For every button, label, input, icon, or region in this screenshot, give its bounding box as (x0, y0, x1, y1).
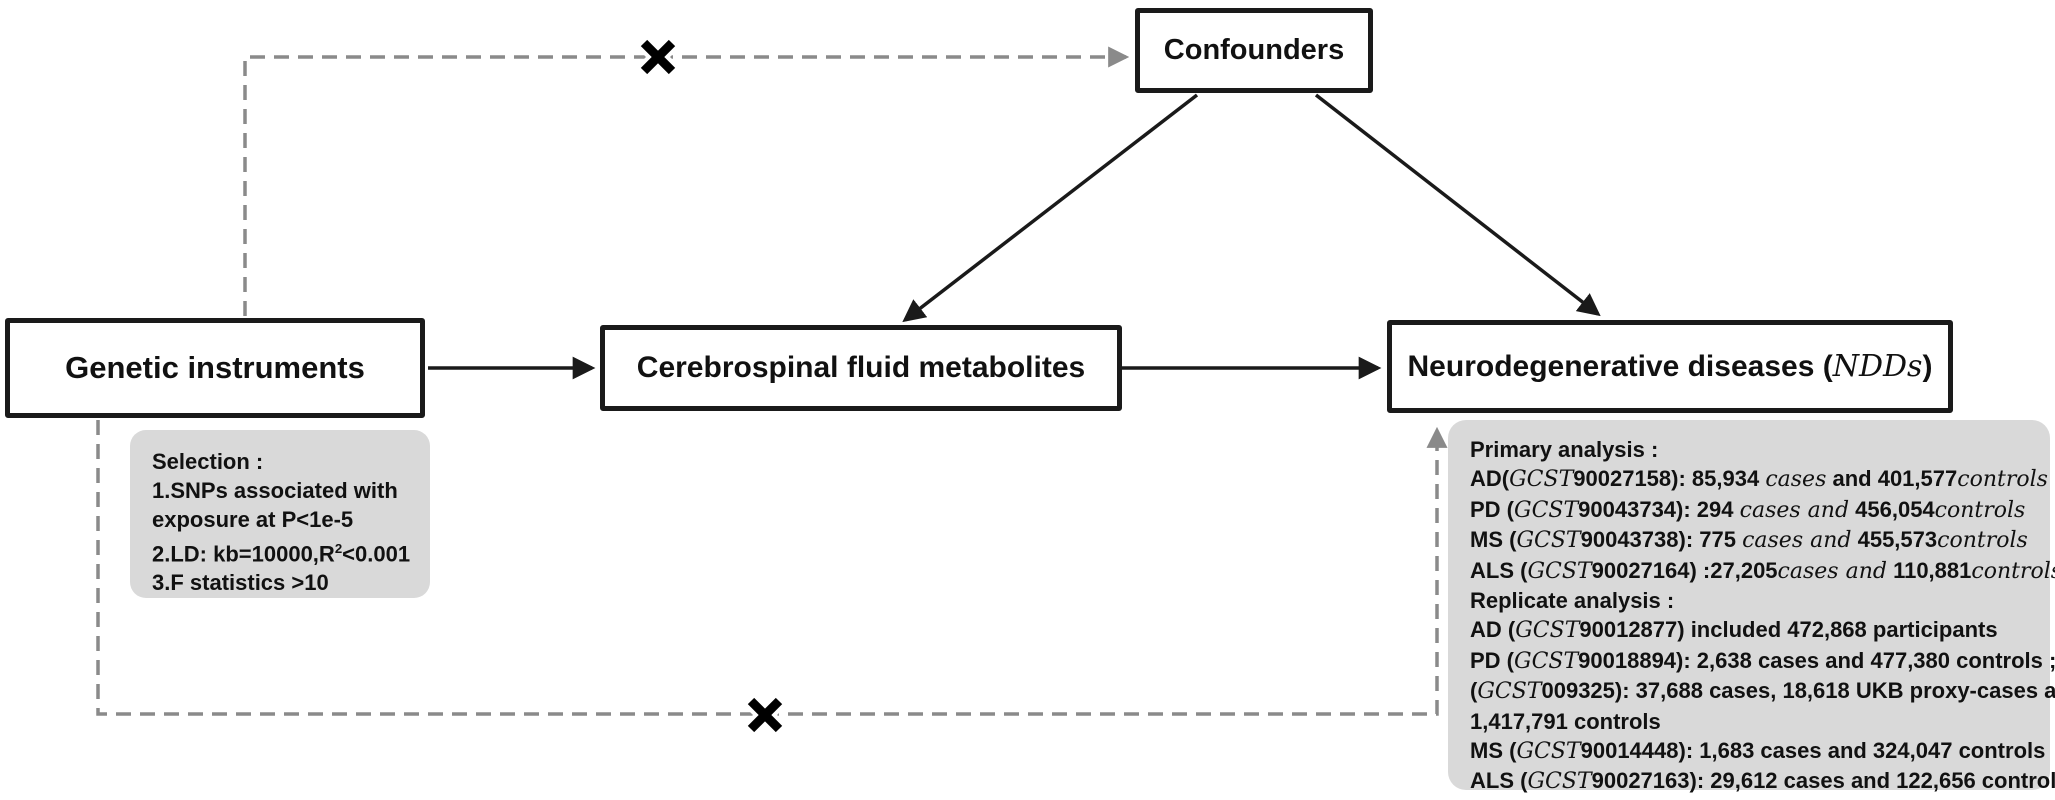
text-segment: <0.001 (342, 541, 411, 567)
text-segment: GCST (1516, 528, 1581, 554)
node-label: Cerebrospinal fluid metabolites (636, 351, 1086, 384)
text-segment: Primary analysis : (1470, 437, 1659, 462)
text-segment: 90043738): 775 (1580, 527, 1743, 553)
outcome-datasets-note: Primary analysis :AD(GCST90027158): 85,9… (1448, 420, 2055, 794)
note-line: MS (GCST90043738): 775 cases and 455,573… (1470, 525, 2042, 555)
text-segment: 90027164) :27,205 (1591, 557, 1778, 583)
text-segment: GCST (1477, 679, 1542, 705)
text-segment: cases (1765, 467, 1827, 493)
note-line: ALS (GCST90027163): 29,612 cases and 122… (1470, 766, 2055, 796)
text-segment: controls (1957, 467, 2048, 493)
node-genetic-instruments: Genetic instruments (5, 318, 425, 418)
text-segment: 110,881 (1886, 557, 1972, 583)
node-label: Neurodegenerative diseases (NDDs) (1408, 349, 1933, 384)
text-segment: 1,417,791 controls (1470, 708, 1661, 734)
note-line: Selection : (152, 447, 422, 476)
text-segment: Neurodegenerative diseases ( (1407, 350, 1833, 383)
note-line: Primary analysis : (1470, 435, 2042, 464)
text-segment: GCST (1527, 558, 1592, 584)
text-segment: cases and (1742, 528, 1852, 554)
text-segment: Replicate analysis : (1470, 588, 1675, 614)
cross-icon (637, 36, 679, 78)
text-segment: 90027163): 29,612 cases and 122,656 cont… (1591, 768, 2055, 794)
node-label: Genetic instruments (65, 350, 365, 385)
text-segment: 455,573 (1851, 527, 1938, 553)
text-segment: exposure at P<1e-5 (152, 507, 354, 532)
text-segment: 3.F statistics >10 (152, 570, 329, 596)
text-segment: 90027158): 85,934 (1573, 466, 1766, 492)
note-line: AD(GCST90027158): 85,934 cases and 401,5… (1470, 464, 2048, 494)
text-segment: GCST (1527, 769, 1592, 795)
note-line: AD (GCST90012877) included 472,868 parti… (1470, 615, 2042, 645)
text-segment: ( (1470, 678, 1478, 704)
note-line: 1.SNPs associated with (152, 476, 422, 505)
text-segment: GCST (1514, 648, 1579, 674)
text-segment: controls (1971, 558, 2055, 584)
text-segment: 1.SNPs associated with (152, 478, 398, 503)
text-segment: PD ( (1470, 647, 1514, 673)
note-line: 3.F statistics >10 (152, 568, 422, 597)
text-segment: cases and (1739, 497, 1850, 523)
text-segment: GCST (1516, 739, 1581, 765)
text-segment: MS ( (1470, 738, 1517, 764)
text-segment: 009325): 37,688 cases, 18,618 UKB proxy-… (1541, 678, 2055, 704)
text-segment: 90018894): 2,638 cases and 477,380 contr… (1578, 647, 2055, 673)
text-segment: Selection : (152, 449, 264, 474)
text-segment: NDDs (1832, 349, 1923, 384)
text-segment: ALS ( (1470, 557, 1528, 583)
note-line: 2.LD: kb=10000,R2<0.001 (152, 534, 422, 568)
note-line: 1,417,791 controls (1470, 707, 2042, 736)
text-segment: 90043734): 294 (1578, 496, 1740, 522)
note-line: ALS (GCST90027164) :27,205cases and 110,… (1470, 556, 2055, 586)
node-confounders: Confounders (1135, 8, 1373, 93)
note-line: (GCST009325): 37,688 cases, 18,618 UKB p… (1470, 676, 2055, 706)
node-csf-metabolites: Cerebrospinal fluid metabolites (600, 325, 1122, 411)
text-segment: 2.LD: kb=10000,R (152, 541, 335, 567)
note-line: MS (GCST90014448): 1,683 cases and 324,0… (1470, 736, 2045, 766)
text-segment: ) (1922, 350, 1933, 383)
text-segment: 90012877) included 472,868 participants (1579, 617, 1998, 643)
text-segment: PD ( (1470, 496, 1514, 522)
text-segment: controls (1934, 497, 2026, 523)
text-segment: cases and (1777, 558, 1887, 584)
text-segment: ALS ( (1470, 768, 1528, 794)
dashed-arrow-gi-to-confounders (243, 46, 1130, 316)
note-line: exposure at P<1e-5 (152, 505, 422, 534)
text-segment: GCST (1515, 618, 1580, 644)
arrow-confounders-to-csf (902, 93, 1199, 323)
note-line: PD (GCST90018894): 2,638 cases and 477,3… (1470, 646, 2055, 676)
text-segment: MS ( (1470, 527, 1517, 553)
text-segment: GCST (1514, 497, 1579, 523)
text-segment: 456,054 (1849, 496, 1935, 522)
text-segment: AD( (1470, 466, 1510, 492)
arrow-confounders-to-ndds (1314, 93, 1601, 317)
text-segment: controls (1937, 528, 2028, 554)
text-segment: 2 (334, 541, 343, 556)
node-label: Confounders (1163, 34, 1345, 66)
text-segment: AD ( (1470, 617, 1516, 643)
text-segment: and 401,577 (1826, 466, 1958, 492)
node-ndds: Neurodegenerative diseases (NDDs) (1387, 320, 1953, 413)
cross-icon (744, 694, 786, 736)
selection-criteria-note: Selection : 1.SNPs associated with exposur… (130, 430, 430, 598)
note-line: PD (GCST90043734): 294 cases and 456,054… (1470, 495, 2042, 525)
note-line: Replicate analysis : (1470, 586, 2042, 615)
text-segment: 90014448): 1,683 cases and 324,047 contr… (1580, 738, 2046, 764)
text-segment: GCST (1509, 467, 1574, 493)
